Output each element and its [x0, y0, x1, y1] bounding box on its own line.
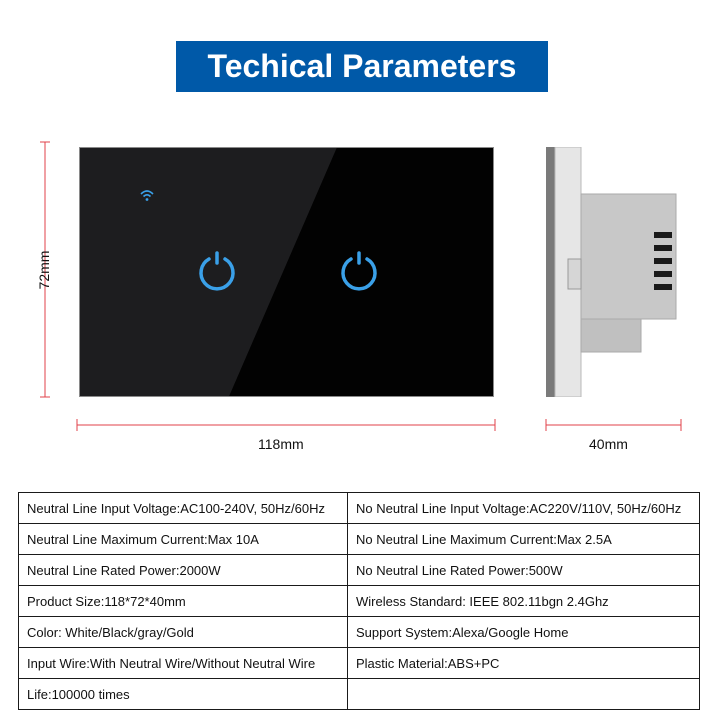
spec-cell: Color: White/Black/gray/Gold — [18, 616, 348, 648]
table-row: Neutral Line Input Voltage:AC100-240V, 5… — [18, 492, 700, 524]
spec-cell: No Neutral Line Maximum Current:Max 2.5A — [347, 523, 700, 555]
height-dimension-label: 72mm — [36, 250, 52, 290]
depth-dimension-label: 40mm — [589, 436, 628, 452]
spec-cell — [347, 678, 700, 710]
spec-cell: No Neutral Line Rated Power:500W — [347, 554, 700, 586]
spec-cell: Plastic Material:ABS+PC — [347, 647, 700, 679]
table-row: Input Wire:With Neutral Wire/Without Neu… — [18, 647, 700, 679]
power-icon[interactable] — [335, 249, 383, 297]
switch-side-view — [546, 147, 677, 397]
width-dimension-label: 118mm — [258, 436, 304, 452]
switch-front-panel — [79, 147, 494, 397]
spec-cell: Neutral Line Rated Power:2000W — [18, 554, 348, 586]
power-icon[interactable] — [193, 249, 241, 297]
dimension-lines — [40, 141, 682, 431]
spec-cell: Product Size:118*72*40mm — [18, 585, 348, 617]
spec-cell: Support System:Alexa/Google Home — [347, 616, 700, 648]
spec-cell: Neutral Line Input Voltage:AC100-240V, 5… — [18, 492, 348, 524]
table-row: Life:100000 times — [18, 678, 700, 710]
wifi-icon — [140, 190, 154, 201]
spec-cell: Neutral Line Maximum Current:Max 10A — [18, 523, 348, 555]
spec-cell: Input Wire:With Neutral Wire/Without Neu… — [18, 647, 348, 679]
spec-cell: Wireless Standard: IEEE 802.11bgn 2.4Ghz — [347, 585, 700, 617]
spec-cell: No Neutral Line Input Voltage:AC220V/110… — [347, 492, 700, 524]
spec-cell: Life:100000 times — [18, 678, 348, 710]
title-banner: Techical Parameters — [176, 41, 548, 92]
specs-table: Neutral Line Input Voltage:AC100-240V, 5… — [18, 492, 700, 710]
page-title: Techical Parameters — [207, 48, 517, 84]
